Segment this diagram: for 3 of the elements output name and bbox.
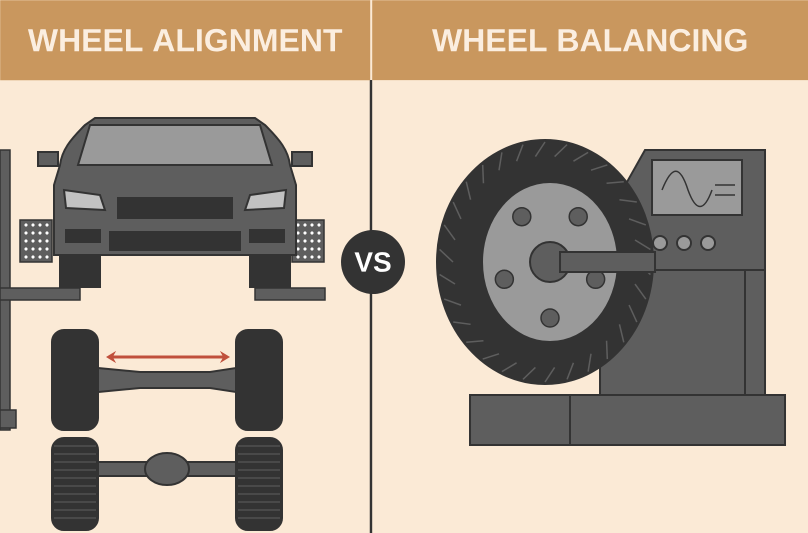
vs-badge: VS [341, 230, 405, 294]
header-band: WHEEL ALIGNMENT [0, 0, 370, 80]
header-band: WHEEL BALANCING [372, 0, 808, 80]
